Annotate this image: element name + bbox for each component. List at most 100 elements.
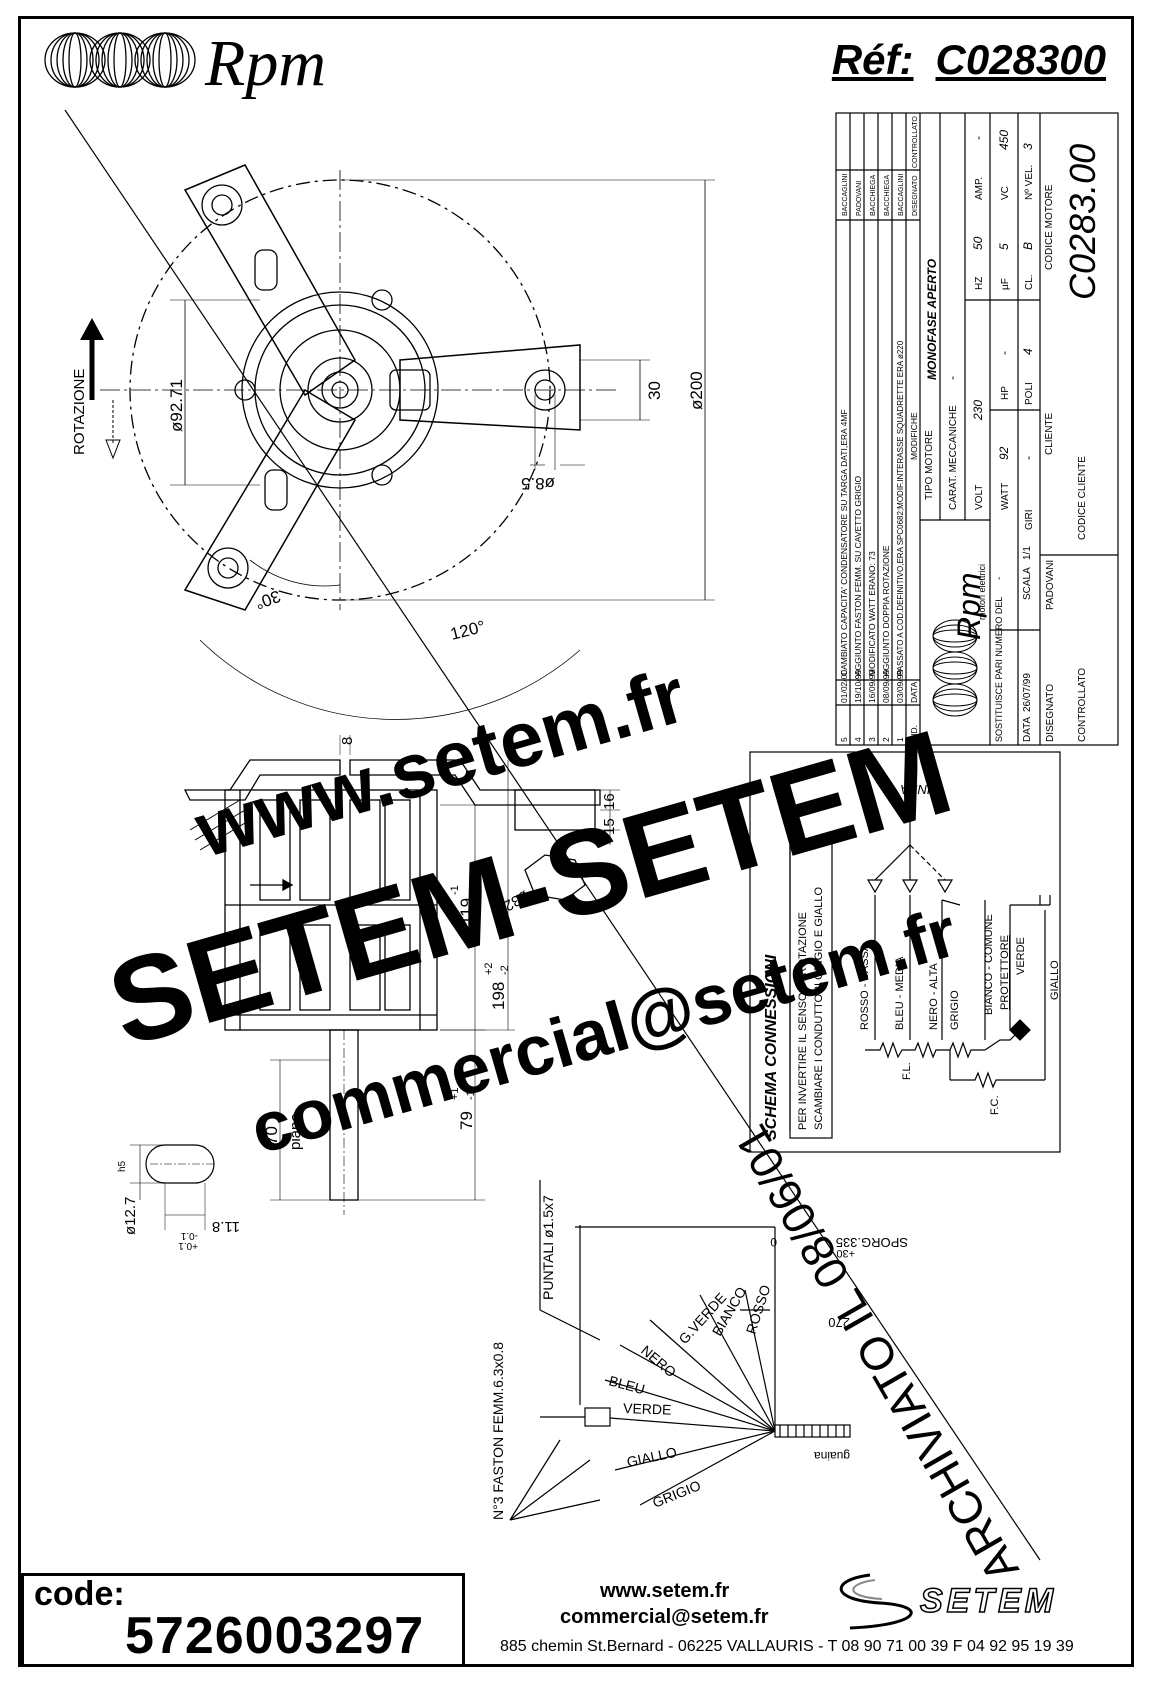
giri-label: GIRI xyxy=(1024,509,1035,530)
rev-header-drawn: DISEGNATO xyxy=(912,175,919,216)
rev-header-checked: CONTROLLATO xyxy=(912,116,919,168)
cl-value: B xyxy=(1021,242,1035,250)
wire-grigio: GRIGIO xyxy=(949,990,961,1030)
title-coil-logo xyxy=(932,619,978,717)
rev-3-date: 16/09/99 xyxy=(867,670,877,703)
rev-5-date: 01/02/00 xyxy=(839,670,849,703)
schema-fl: F.L. xyxy=(901,1062,913,1080)
giri-value: - xyxy=(1021,456,1035,460)
lead-verde: VERDE xyxy=(623,1400,672,1418)
reference-title: Réf: C028300 xyxy=(832,36,1106,84)
controllato-label: CONTROLLATO xyxy=(1077,668,1088,742)
lead-grigio: GRIGIO xyxy=(650,1477,703,1511)
angle-120: 120° xyxy=(448,617,487,644)
tipo-motore-label: TIPO MOTORE xyxy=(924,430,935,500)
archive-stamp: ARCHIVIATO IL 08/06/01 xyxy=(725,1116,1029,1591)
nvel-value: 3 xyxy=(1021,143,1035,150)
lead-nero: NERO xyxy=(638,1342,679,1380)
wire-verde: VERDE xyxy=(1015,937,1027,975)
lead-giallo: GIALLO xyxy=(625,1444,678,1470)
dim-16: 16 xyxy=(601,793,618,810)
dim-79: 79 xyxy=(457,1111,476,1130)
shaft-flat-tol-plus: +0.1 xyxy=(178,1240,198,1251)
code-box xyxy=(21,1573,465,1667)
wire-bleu-media: BLEU - MEDIA xyxy=(894,956,906,1030)
rev-2-date: 08/09/99 xyxy=(881,670,891,703)
poli-value: 4 xyxy=(1021,348,1035,355)
nvel-label: Nº VEL. xyxy=(1024,165,1035,200)
rev-2-text: AGGIUNTO DOPPIA ROTAZIONE xyxy=(881,545,891,676)
company-sub: motori elettrici xyxy=(977,564,987,620)
drawing-frame xyxy=(18,16,1134,1667)
puntali-label: PUNTALI ø1.5x7 xyxy=(540,1195,556,1300)
data-label: DATA xyxy=(1022,716,1033,742)
volt-label: VOLT xyxy=(974,485,985,510)
schema-linea: LINEA xyxy=(900,782,938,797)
brand-logo-text: Rpm xyxy=(205,27,326,100)
dim-79-tol-minus: -1 xyxy=(465,1090,477,1100)
rev-3-text: MODIFICATO WATT ERANO: 73 xyxy=(867,551,877,676)
watt-value: 92 xyxy=(997,446,1011,460)
wire-protettore: PROTETTORE xyxy=(999,935,1011,1010)
dim-70: 70 xyxy=(262,1126,281,1145)
tipo-motore-value: MONOFASE APERTO xyxy=(925,258,939,380)
code-number: 5726003297 xyxy=(125,1607,425,1665)
rev-2-by: BACCHIEGA xyxy=(884,174,891,216)
watt-label: WATT xyxy=(1000,483,1011,510)
motor-side-view xyxy=(183,735,620,1215)
rev-4-by: PADOVANI xyxy=(856,181,863,216)
rev-5-text: CAMBIATO CAPACITA' CONDENSATORE SU TARGA… xyxy=(839,409,849,676)
schema-fc: F.C. xyxy=(989,1095,1001,1115)
rev-2-ind: 2 xyxy=(881,737,891,742)
sostituisce-value: - xyxy=(994,577,1005,580)
cliente-label: CLIENTE xyxy=(1044,412,1055,455)
codice-motore-value: C0283.00 xyxy=(1062,144,1103,300)
disegnato-value: PADOVANI xyxy=(1045,560,1056,610)
sporg-label: SPORG.335 xyxy=(836,1235,908,1250)
rotation-arrow xyxy=(80,318,121,460)
motor-top-view xyxy=(100,164,715,720)
vc-value: 450 xyxy=(997,130,1011,150)
rev-3-ind: 3 xyxy=(867,737,877,742)
wire-giallo: GIALLO xyxy=(1049,960,1061,1000)
faston-label: N°3 FASTON FEMM.6.3x0.8 xyxy=(490,1342,506,1520)
reference-value: C028300 xyxy=(935,36,1106,83)
schema-note-line2: SCAMBIARE I CONDUTTORI GRIGIO E GIALLO xyxy=(813,886,825,1130)
wire-rosso-bassa: ROSSO - BASSA xyxy=(859,943,871,1030)
reference-label: Réf: xyxy=(831,36,914,83)
rev-4-text: AGGIUNTO FASTON FEMM. SU CAVETTO GRIGIO xyxy=(853,476,863,676)
rpm-coil-logo xyxy=(44,32,196,88)
piano-label: piano xyxy=(287,1113,304,1150)
hz-label: HZ xyxy=(974,277,985,290)
sostituisce-label: SOSTITUISCE PARI NUMERO DEL xyxy=(994,597,1004,742)
dim-8: 8 xyxy=(339,737,356,745)
diagonal-cancel-line xyxy=(64,109,1041,1561)
shaft-detail xyxy=(130,1144,215,1230)
dim-119: 119 xyxy=(457,898,476,925)
poli-label: POLI xyxy=(1024,382,1035,405)
title-block-text: 5 01/02/00 CAMBIATO CAPACITA' CONDENSATO… xyxy=(839,116,1103,742)
lead-bleu: BLEU xyxy=(607,1372,646,1397)
sporg-tol: +30 xyxy=(836,1247,855,1259)
scala-label: SCALA xyxy=(1022,567,1033,600)
footer-email-link[interactable]: commercial@setem.fr xyxy=(560,1606,769,1628)
schema-title: SCHEMA CONNESSIONI xyxy=(763,954,780,1140)
rev-5-by: BACCAGLINI xyxy=(842,174,849,216)
dim-198: 198 xyxy=(489,982,508,1010)
data-value: 26/07/99 xyxy=(1022,673,1033,712)
hz-value: 50 xyxy=(971,236,985,250)
dim-198-tol-minus: -2 xyxy=(499,965,511,975)
lead-wires-view xyxy=(509,1180,851,1521)
footer-website-link[interactable]: www.setem.fr xyxy=(600,1580,730,1602)
schema-note-line1: PER INVERTIRE IL SENSO DI ROTAZIONE xyxy=(797,912,809,1130)
shaft-diameter: ø12.7 xyxy=(122,1197,139,1235)
dim-d92: ø92.71 xyxy=(167,379,186,432)
rev-1-date: 03/09/99 xyxy=(895,670,905,703)
rev-4-date: 19/10/99 xyxy=(853,670,863,703)
title-block xyxy=(835,112,1119,746)
rev-1-text: PASSATO A COD.DEFINITIVO,ERA SPC0682;MOD… xyxy=(896,340,905,676)
setem-logo: SETEM xyxy=(919,1581,1058,1621)
hp-value: - xyxy=(997,351,1011,355)
rev-header-text: MODIFICHE xyxy=(909,412,919,460)
disegnato-label: DISEGNATO xyxy=(1045,684,1056,742)
